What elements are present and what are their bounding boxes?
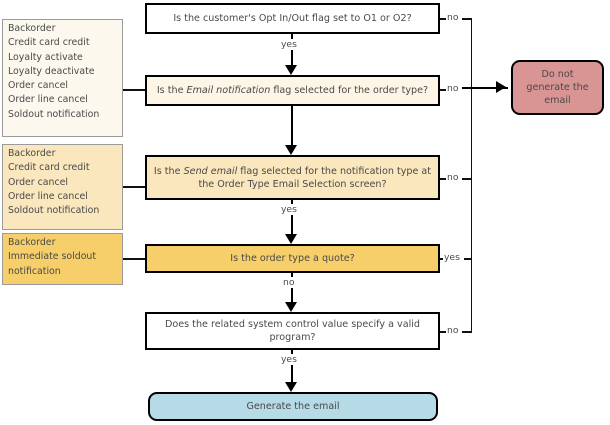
edge-label-system-control-no: no: [446, 325, 460, 336]
list-item: Soldout notification: [8, 205, 100, 217]
list-item: Soldout notification: [8, 108, 100, 120]
text-suffix: flag selected for the order type?: [270, 85, 429, 96]
edge-send-email-no-to-bus: [462, 178, 472, 180]
edge-opt-to-email-notification: [291, 34, 293, 67]
list-item: Order cancel: [8, 80, 68, 92]
list-item: notification: [8, 265, 61, 277]
arrowhead-down-4: [285, 302, 297, 312]
edge-label-send-email-no: no: [446, 172, 460, 183]
decision-system-control-value[interactable]: Does the related system control value sp…: [145, 312, 440, 350]
arrowhead-down-5: [285, 382, 297, 392]
decision-send-email-flag[interactable]: Is the Send email flag selected for the …: [145, 155, 440, 200]
arrowhead-down-2: [285, 145, 297, 155]
arrowhead-down-1: [285, 65, 297, 75]
edge-label-email-notification-no: no: [446, 83, 460, 94]
list-item: Backorder: [8, 23, 56, 34]
text-prefix: Is the: [156, 85, 187, 96]
text-emphasis: Send email: [183, 165, 238, 177]
decision-system-control-value-label: Does the related system control value sp…: [164, 319, 421, 343]
list-item: Loyalty deactivate: [8, 65, 95, 77]
terminal-generate-email[interactable]: Generate the email: [148, 392, 438, 421]
decision-opt-in-out[interactable]: Is the customer's Opt In/Out flag set to…: [145, 3, 440, 34]
list-item: Order line cancel: [8, 94, 88, 106]
terminal-do-not-generate-email-label: Do not generate the email: [526, 69, 589, 106]
list-item: Credit card credit: [8, 37, 90, 49]
edge-stub-email-notification-no: [440, 89, 447, 91]
edge-list1-to-email-notification: [123, 89, 146, 91]
list-item: Order line cancel: [8, 190, 88, 202]
decision-email-notification-flag-label: Is the Email notification flag selected …: [157, 84, 428, 97]
list-item: Loyalty activate: [8, 51, 83, 63]
edge-list2-to-send-email: [123, 186, 146, 188]
list-item: Credit card credit: [8, 162, 90, 174]
edge-label-opt-no: no: [446, 12, 460, 23]
list-item: Immediate soldout: [8, 251, 97, 263]
decision-order-type-quote[interactable]: Is the order type a quote?: [145, 244, 440, 273]
edge-label-send-email-yes: yes: [280, 204, 298, 215]
edge-bus-to-do-not-generate: [462, 87, 508, 89]
list-send-email-types: Backorder Credit card credit Order cance…: [2, 144, 123, 230]
text-emphasis: Email notification: [186, 85, 271, 96]
edge-list3-to-quote: [123, 258, 146, 260]
text-suffix: flag selected for the notification type …: [198, 165, 432, 190]
edge-quote-yes-to-bus: [464, 258, 472, 260]
edge-label-quote-yes: yes: [443, 252, 461, 263]
list-item: Backorder: [8, 148, 56, 159]
edge-send-email-to-quote: [291, 200, 293, 236]
list-email-notification-types: Backorder Credit card credit Loyalty act…: [2, 19, 123, 137]
edge-system-control-no-to-bus: [462, 331, 472, 333]
edge-email-notification-to-send-email: [291, 106, 293, 147]
edge-vertical-bus: [470, 18, 472, 332]
list-item: Backorder: [8, 237, 56, 248]
arrowhead-right-1: [496, 81, 506, 93]
list-item: Order cancel: [8, 176, 68, 188]
edge-opt-no-to-bus: [462, 18, 472, 20]
edge-label-opt-yes: yes: [280, 39, 298, 50]
edge-stub-send-email-no: [440, 178, 447, 180]
decision-send-email-flag-label: Is the Send email flag selected for the …: [153, 165, 432, 191]
edge-stub-system-control-no: [440, 331, 447, 333]
edge-system-control-to-generate: [291, 350, 293, 384]
edge-label-quote-no: no: [282, 277, 296, 288]
edge-stub-opt-no: [440, 18, 447, 20]
edge-quote-to-system-control: [291, 273, 293, 304]
text-prefix: Is the: [153, 165, 184, 177]
decision-order-type-quote-label: Is the order type a quote?: [230, 253, 355, 264]
arrowhead-down-3: [285, 234, 297, 244]
decision-email-notification-flag[interactable]: Is the Email notification flag selected …: [145, 75, 440, 106]
list-quote-types: Backorder Immediate soldout notification: [2, 233, 123, 285]
terminal-generate-email-label: Generate the email: [246, 401, 340, 412]
terminal-do-not-generate-email[interactable]: Do not generate the email: [511, 60, 604, 115]
edge-label-system-control-yes: yes: [280, 354, 298, 365]
decision-opt-in-out-label: Is the customer's Opt In/Out flag set to…: [173, 13, 412, 24]
